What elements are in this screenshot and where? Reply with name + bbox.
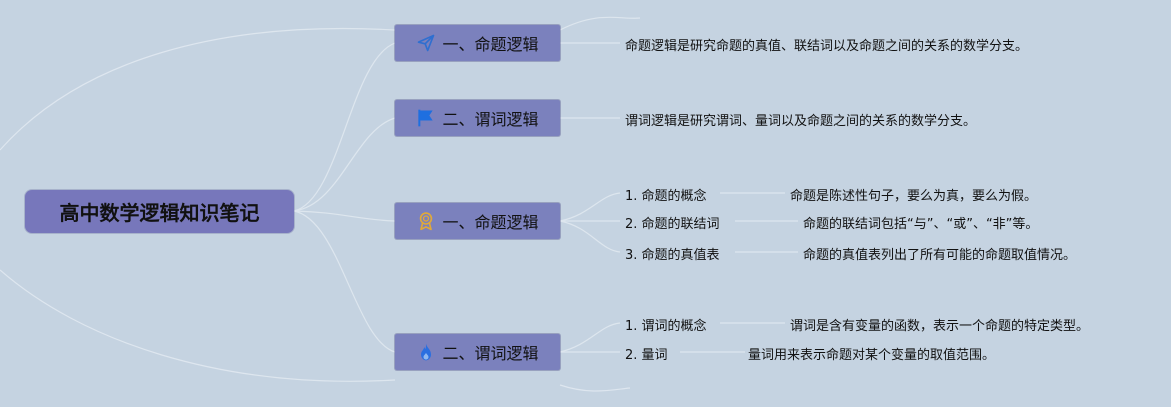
link-root-branch-4 — [293, 210, 396, 353]
branch-3-item-3-term: 3. 命题的真值表 — [625, 248, 720, 263]
branch-4-item-1-term: 1. 谓词的概念 — [625, 319, 707, 334]
link-root-branch-2 — [293, 117, 396, 212]
branch-2-label: 二、谓词逻辑 — [442, 110, 539, 129]
branch-3-item-2-desc: 命题的联结词包括“与”、“或”、“非”等。 — [803, 217, 1039, 232]
decor-arc-1 — [0, 27, 396, 151]
branch-node-1[interactable]: 一、命题逻辑 — [395, 25, 560, 61]
paper-plane-icon — [418, 34, 435, 52]
branch-3-item-1-term: 1. 命题的概念 — [625, 189, 707, 204]
link-branch-4-item-1 — [559, 322, 621, 353]
branch-3-label: 一、命题逻辑 — [442, 213, 539, 232]
root-title: 高中数学逻辑知识笔记 — [59, 201, 260, 225]
branch-4-item-1-desc: 谓词是含有变量的函数，表示一个命题的特定类型。 — [790, 319, 1090, 334]
root-node[interactable]: 高中数学逻辑知识笔记 — [25, 190, 294, 233]
branch-4-item-2-desc: 量词用来表示命题对某个变量的取值范围。 — [748, 348, 996, 363]
branch-2-description: 谓词逻辑是研究谓词、量词以及命题之间的关系的数学分支。 — [625, 114, 977, 129]
decor-arc-3 — [559, 16, 641, 31]
branch-4-item-2-term: 2. 量词 — [625, 348, 668, 363]
branch-node-4[interactable]: 二、谓词逻辑 — [395, 334, 560, 370]
branch-node-3[interactable]: 一、命题逻辑 — [395, 203, 560, 239]
flag-icon — [418, 109, 434, 127]
branch-node-2[interactable]: 二、谓词逻辑 — [395, 100, 560, 136]
flame-icon — [421, 343, 432, 361]
branch-3-item-3-desc: 命题的真值表列出了所有可能的命题取值情况。 — [803, 248, 1077, 263]
link-root-branch-1 — [293, 42, 396, 212]
link-root-branch-3 — [293, 210, 396, 222]
link-branch-3-item-1 — [559, 192, 621, 222]
decor-arc-2 — [0, 269, 396, 382]
award-medal-icon — [420, 212, 433, 231]
link-branch-3-item-3 — [559, 220, 621, 253]
branch-1-label: 一、命题逻辑 — [442, 35, 539, 54]
decor-arc-4 — [559, 384, 631, 392]
branch-3-item-1-desc: 命题是陈述性句子，要么为真，要么为假。 — [790, 189, 1038, 204]
branch-1-description: 命题逻辑是研究命题的真值、联结词以及命题之间的关系的数学分支。 — [625, 39, 1029, 54]
branch-4-label: 二、谓词逻辑 — [442, 344, 539, 363]
branch-3-item-2-term: 2. 命题的联结词 — [625, 217, 720, 232]
